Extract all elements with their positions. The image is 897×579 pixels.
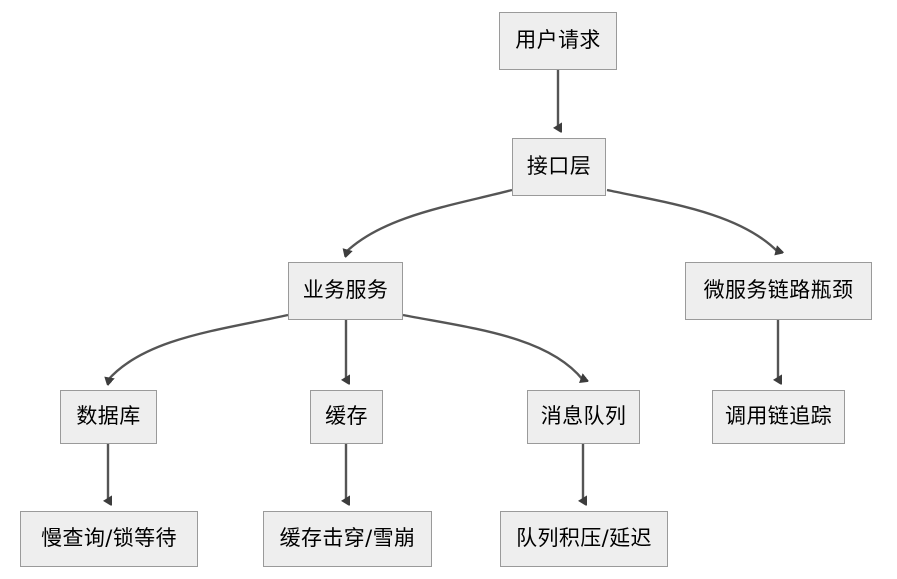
edge-business-to-database [108,313,289,380]
node-message-queue[interactable]: 消息队列 [527,390,640,444]
node-label-user-request: 用户请求 [515,28,601,52]
node-database[interactable]: 数据库 [60,390,157,444]
node-queue-backlog-latency[interactable]: 队列积压/延迟 [500,511,668,567]
node-label-message-queue: 消息队列 [540,404,627,428]
edge-business-to-queue [402,313,583,380]
edge-interface-to-business [346,188,513,252]
node-label-database: 数据库 [76,404,141,428]
node-call-chain-tracing[interactable]: 调用链追踪 [712,390,845,444]
node-label-queue-backlog-latency: 队列积压/延迟 [516,526,652,550]
node-slow-query-lock-wait[interactable]: 慢查询/锁等待 [20,511,198,567]
node-interface-layer[interactable]: 接口层 [512,138,606,196]
node-cache[interactable]: 缓存 [310,390,383,444]
node-label-cache-penetration-avalanche: 缓存击穿/雪崩 [279,526,416,550]
node-label-microservice-chain-bottleneck: 微服务链路瓶颈 [703,278,854,302]
node-microservice-chain-bottleneck[interactable]: 微服务链路瓶颈 [685,262,872,320]
node-label-slow-query-lock-wait: 慢查询/锁等待 [41,526,177,550]
node-label-call-chain-tracing: 调用链追踪 [725,404,832,428]
edge-interface-to-microservice [606,188,778,252]
node-label-interface-layer: 接口层 [526,154,592,178]
node-cache-penetration-avalanche[interactable]: 缓存击穿/雪崩 [263,511,432,567]
node-user-request[interactable]: 用户请求 [499,12,617,70]
node-label-business-service: 业务服务 [302,278,389,302]
node-business-service[interactable]: 业务服务 [288,262,403,320]
node-label-cache: 缓存 [325,404,368,428]
